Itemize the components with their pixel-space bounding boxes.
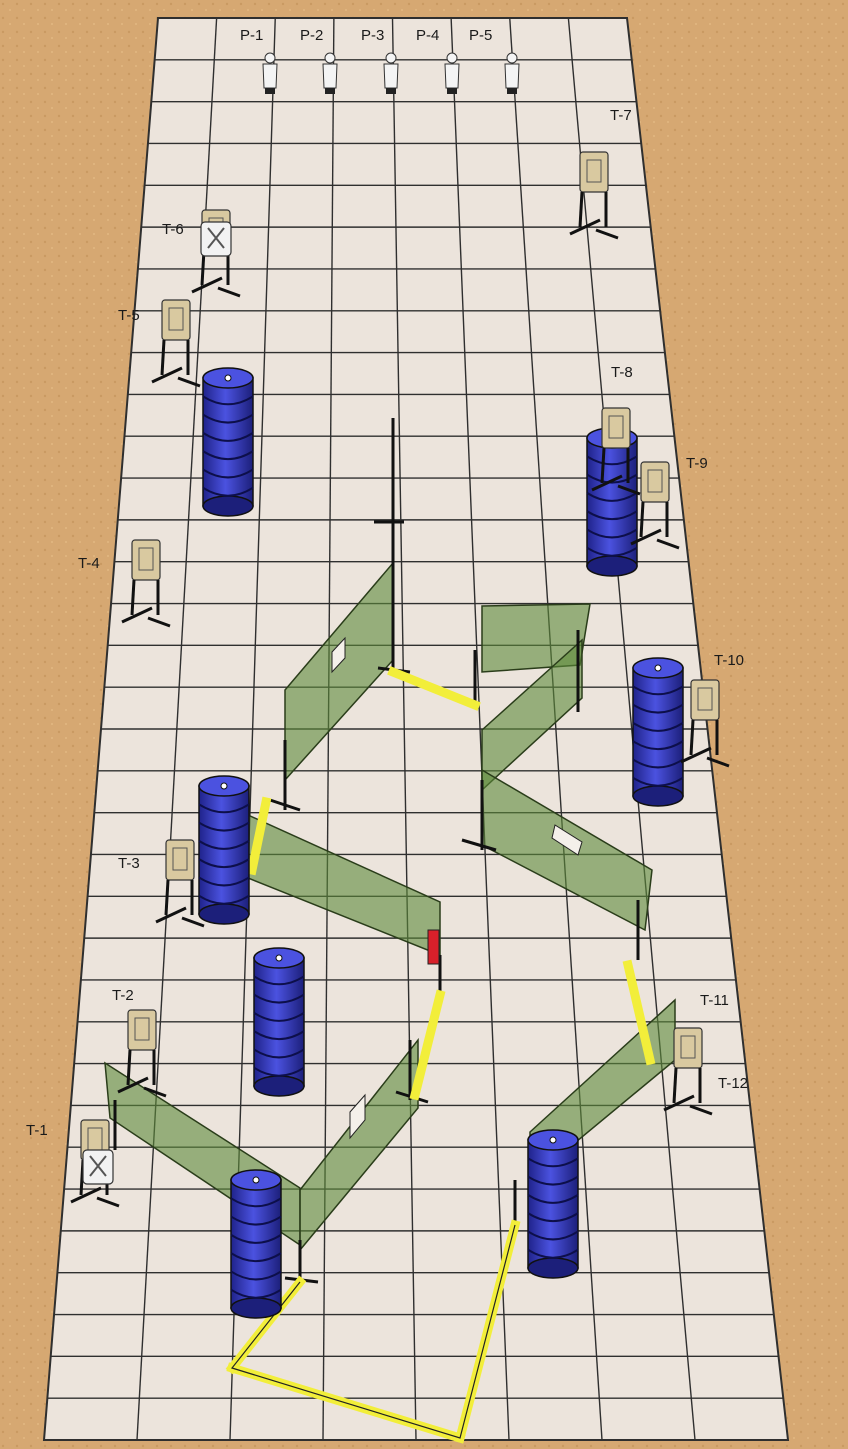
label-t9: T-9 [686,455,708,472]
label-p1: P-1 [240,27,263,44]
barrel-icon [231,1170,281,1318]
label-t2: T-2 [112,987,134,1004]
barrel-icon [633,658,683,806]
label-p4: P-4 [416,27,439,44]
label-t5: T-5 [118,307,140,324]
popper-icon [428,930,439,964]
label-t8: T-8 [611,364,633,381]
barrel-icon [528,1130,578,1278]
label-t4: T-4 [78,555,100,572]
label-t12: T-12 [718,1075,748,1092]
no-shoot-target-icon [201,222,231,256]
label-t1: T-1 [26,1122,48,1139]
label-t10: T-10 [714,652,744,669]
label-t11: T-11 [700,992,729,1009]
label-t7: T-7 [610,107,632,124]
label-t3: T-3 [118,855,140,872]
popper-icon [263,53,277,94]
popper-icon [384,53,398,94]
popper-icon [323,53,337,94]
no-shoot-target-icon [83,1150,113,1184]
barrel-icon [254,948,304,1096]
label-p5: P-5 [469,27,492,44]
label-p2: P-2 [300,27,323,44]
label-t6: T-6 [162,221,184,238]
barrel-icon [199,776,249,924]
barrel-icon [203,368,253,516]
popper-icon [445,53,459,94]
popper-icon [505,53,519,94]
label-p3: P-3 [361,27,384,44]
